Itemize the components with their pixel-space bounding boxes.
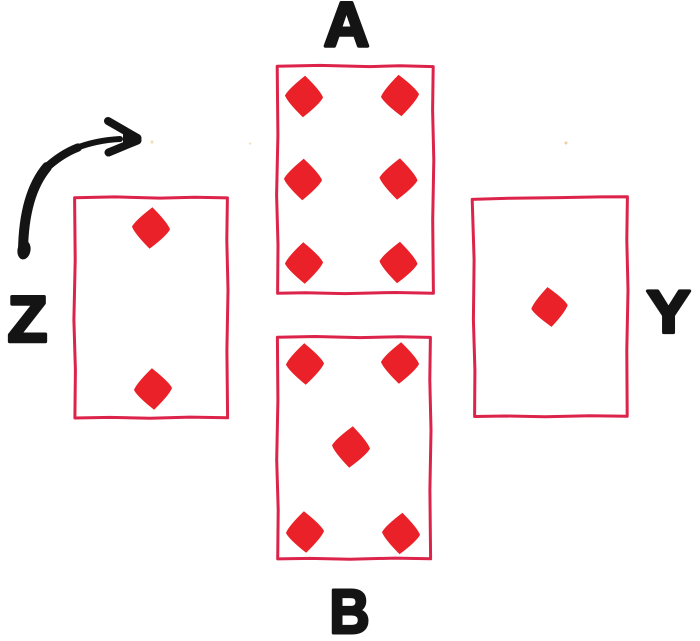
svg-text:B: B xyxy=(329,578,369,636)
svg-text:A: A xyxy=(324,0,370,60)
svg-text:Y: Y xyxy=(646,279,690,346)
svg-text:Z: Z xyxy=(8,282,48,355)
